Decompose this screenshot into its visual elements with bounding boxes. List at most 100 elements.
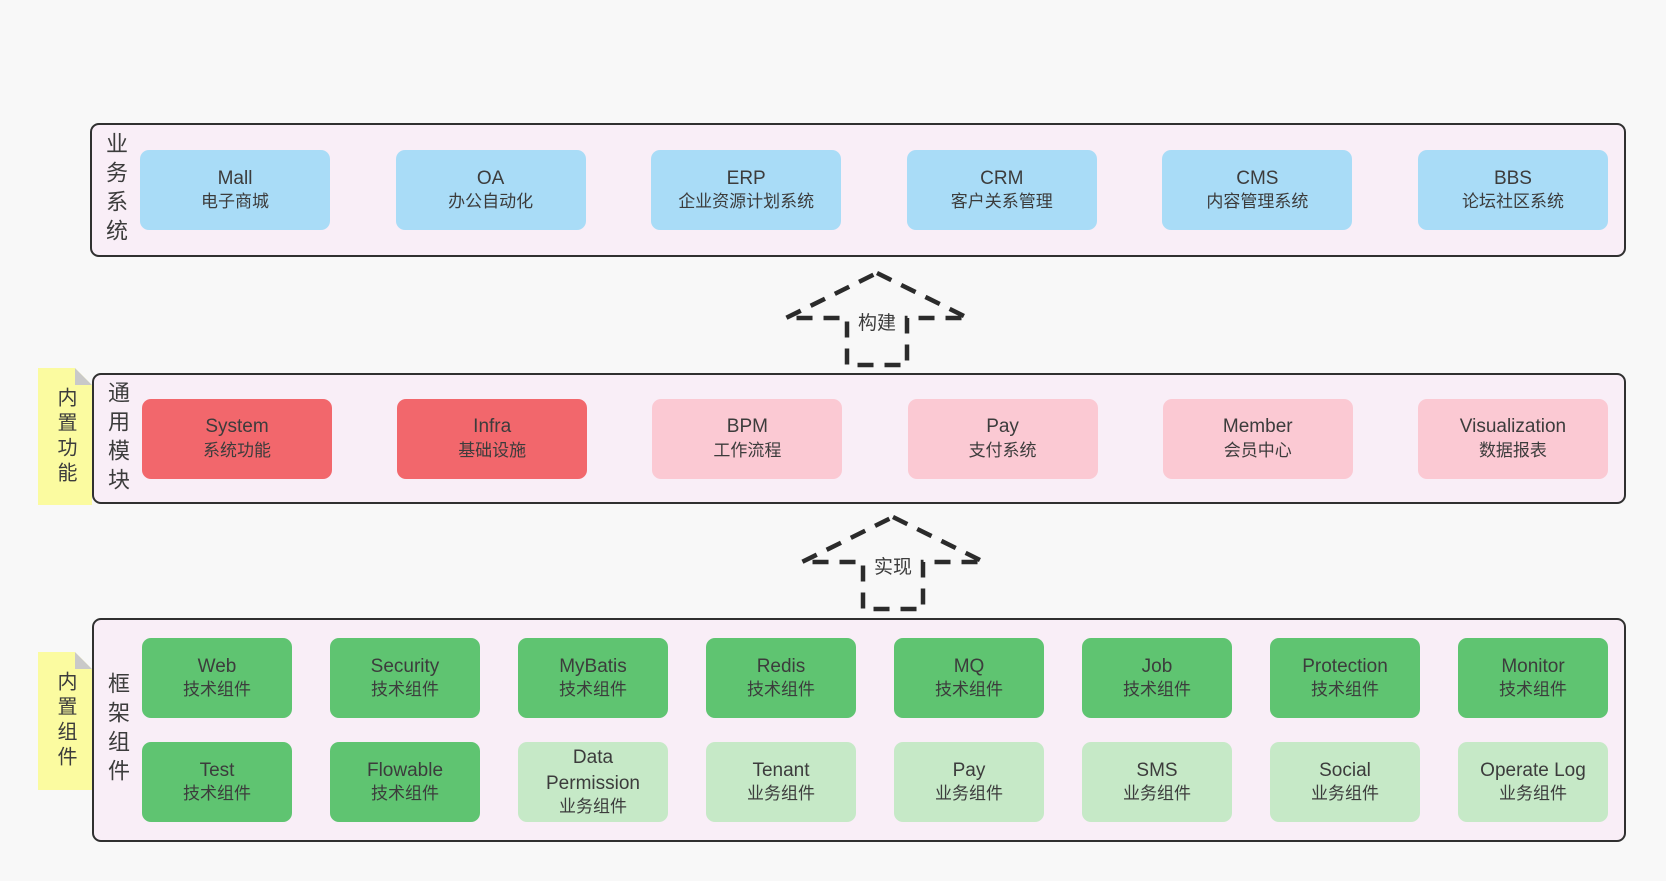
- sticky-built-in-features-label: 内置功能: [54, 386, 76, 487]
- box-subtitle: 技术组件: [183, 784, 251, 804]
- box-test: Test 技术组件: [142, 742, 292, 822]
- box-title: Protection: [1302, 655, 1388, 677]
- framework-components-row-1: Web 技术组件 Security 技术组件 MyBatis 技术组件 Redi…: [142, 638, 1608, 718]
- box-subtitle: 数据报表: [1478, 440, 1547, 460]
- framework-components-row-2: Test 技术组件 Flowable 技术组件 Data Permission …: [142, 742, 1608, 822]
- box-system: System 系统功能: [142, 398, 332, 479]
- band-framework-components: 框架组件 Web 技术组件 Security 技术组件 MyBatis 技术组件…: [92, 618, 1626, 842]
- box-pay-module: Pay 支付系统: [907, 398, 1098, 479]
- box-title: Test: [199, 759, 235, 781]
- dashed-up-arrow-icon: [785, 270, 969, 368]
- box-subtitle: 技术组件: [1123, 680, 1191, 700]
- box-title: Data Permission: [546, 746, 640, 794]
- box-title: Security: [370, 655, 440, 677]
- box-social: Social 业务组件: [1270, 742, 1420, 822]
- box-subtitle: 业务组件: [747, 784, 815, 804]
- box-infra: Infra 基础设施: [397, 398, 588, 479]
- box-title: Flowable: [366, 759, 444, 781]
- implement-arrow: 实现: [798, 512, 988, 612]
- box-title: BBS: [1493, 167, 1532, 189]
- dashed-up-arrow-icon: [801, 514, 985, 612]
- box-title: Tenant: [752, 759, 810, 781]
- sticky-built-in-features: 内置功能: [38, 368, 92, 505]
- sticky-fold-corner-icon: [75, 368, 92, 385]
- box-title: Pay: [952, 759, 986, 781]
- box-erp: ERP 企业资源计划系统: [651, 150, 842, 230]
- box-cms: CMS 内容管理系统: [1162, 150, 1353, 230]
- box-subtitle: 技术组件: [183, 680, 251, 700]
- box-title: ERP: [726, 167, 766, 189]
- box-title: Social: [1319, 759, 1371, 781]
- common-modules-items: System 系统功能 Infra 基础设施 BPM 工作流程 Pay 支付系统…: [142, 398, 1608, 479]
- box-subtitle: 支付系统: [968, 440, 1037, 460]
- business-systems-items: Mall 电子商城 OA 办公自动化 ERP 企业资源计划系统 CRM 客户关系…: [140, 150, 1608, 230]
- box-mq: MQ 技术组件: [894, 638, 1044, 718]
- box-subtitle: 技术组件: [371, 784, 439, 804]
- sticky-built-in-components: 内置组件: [38, 652, 92, 790]
- box-member: Member 会员中心: [1162, 398, 1353, 479]
- box-subtitle: 会员中心: [1223, 440, 1292, 460]
- band-label-framework-components: 框架组件: [105, 672, 130, 788]
- box-subtitle: 业务组件: [1311, 784, 1379, 804]
- box-crm: CRM 客户关系管理: [906, 150, 1097, 230]
- box-subtitle: 企业资源计划系统: [678, 192, 815, 212]
- box-title: Member: [1222, 416, 1293, 438]
- box-title: SMS: [1136, 759, 1178, 781]
- box-sms: SMS 业务组件: [1082, 742, 1232, 822]
- box-security: Security 技术组件: [330, 638, 480, 718]
- box-title: OA: [476, 167, 505, 189]
- box-title: Visualization: [1459, 416, 1567, 438]
- box-subtitle: 技术组件: [747, 680, 815, 700]
- band-label-common-modules: 通用模块: [105, 380, 130, 497]
- band-label-business-systems: 业务系统: [103, 132, 128, 248]
- box-oa: OA 办公自动化: [395, 150, 586, 230]
- box-title: Job: [1141, 655, 1173, 677]
- box-tenant: Tenant 业务组件: [706, 742, 856, 822]
- box-title: Monitor: [1501, 655, 1565, 677]
- box-title: Pay: [986, 416, 1019, 438]
- box-visualization: Visualization 数据报表: [1417, 398, 1608, 479]
- band-business-systems: 业务系统 Mall 电子商城 OA 办公自动化 ERP 企业资源计划系统 CRM…: [90, 123, 1626, 257]
- box-title: CMS: [1236, 167, 1279, 189]
- box-subtitle: 业务组件: [1123, 784, 1191, 804]
- box-title: Infra: [473, 416, 512, 438]
- box-subtitle: 论坛社区系统: [1461, 192, 1564, 212]
- box-subtitle: 系统功能: [203, 440, 271, 460]
- box-title: MQ: [953, 655, 985, 677]
- box-job: Job 技术组件: [1082, 638, 1232, 718]
- box-title: Web: [197, 655, 237, 677]
- implement-arrow-label: 实现: [869, 557, 917, 580]
- box-protection: Protection 技术组件: [1270, 638, 1420, 718]
- box-title: BPM: [726, 416, 768, 438]
- box-title: Redis: [756, 655, 806, 677]
- box-title: CRM: [980, 167, 1024, 189]
- box-flowable: Flowable 技术组件: [330, 742, 480, 822]
- box-monitor: Monitor 技术组件: [1458, 638, 1608, 718]
- box-subtitle: 业务组件: [935, 784, 1003, 804]
- box-title: Mall: [217, 167, 253, 189]
- build-arrow: 构建: [782, 268, 972, 368]
- box-data-permission: Data Permission 业务组件: [518, 742, 668, 822]
- sticky-built-in-components-label: 内置组件: [54, 671, 76, 771]
- box-subtitle: 技术组件: [935, 680, 1003, 700]
- box-subtitle: 基础设施: [458, 440, 527, 460]
- box-subtitle: 技术组件: [1311, 680, 1379, 700]
- box-subtitle: 技术组件: [371, 680, 439, 700]
- sticky-fold-corner-icon: [75, 652, 92, 669]
- box-web: Web 技术组件: [142, 638, 292, 718]
- box-mall: Mall 电子商城: [140, 150, 330, 230]
- box-title: Operate Log: [1480, 759, 1586, 781]
- box-title: MyBatis: [559, 655, 627, 677]
- box-mybatis: MyBatis 技术组件: [518, 638, 668, 718]
- build-arrow-label: 构建: [853, 313, 901, 336]
- band-common-modules: 通用模块 System 系统功能 Infra 基础设施 BPM 工作流程 Pay…: [92, 373, 1626, 504]
- box-subtitle: 客户关系管理: [950, 192, 1053, 212]
- box-bpm: BPM 工作流程: [652, 398, 843, 479]
- box-pay-component: Pay 业务组件: [894, 742, 1044, 822]
- box-subtitle: 内容管理系统: [1206, 192, 1309, 212]
- box-title: System: [205, 416, 269, 438]
- box-subtitle: 业务组件: [559, 797, 627, 817]
- box-subtitle: 电子商城: [201, 192, 269, 212]
- box-subtitle: 办公自动化: [448, 192, 534, 212]
